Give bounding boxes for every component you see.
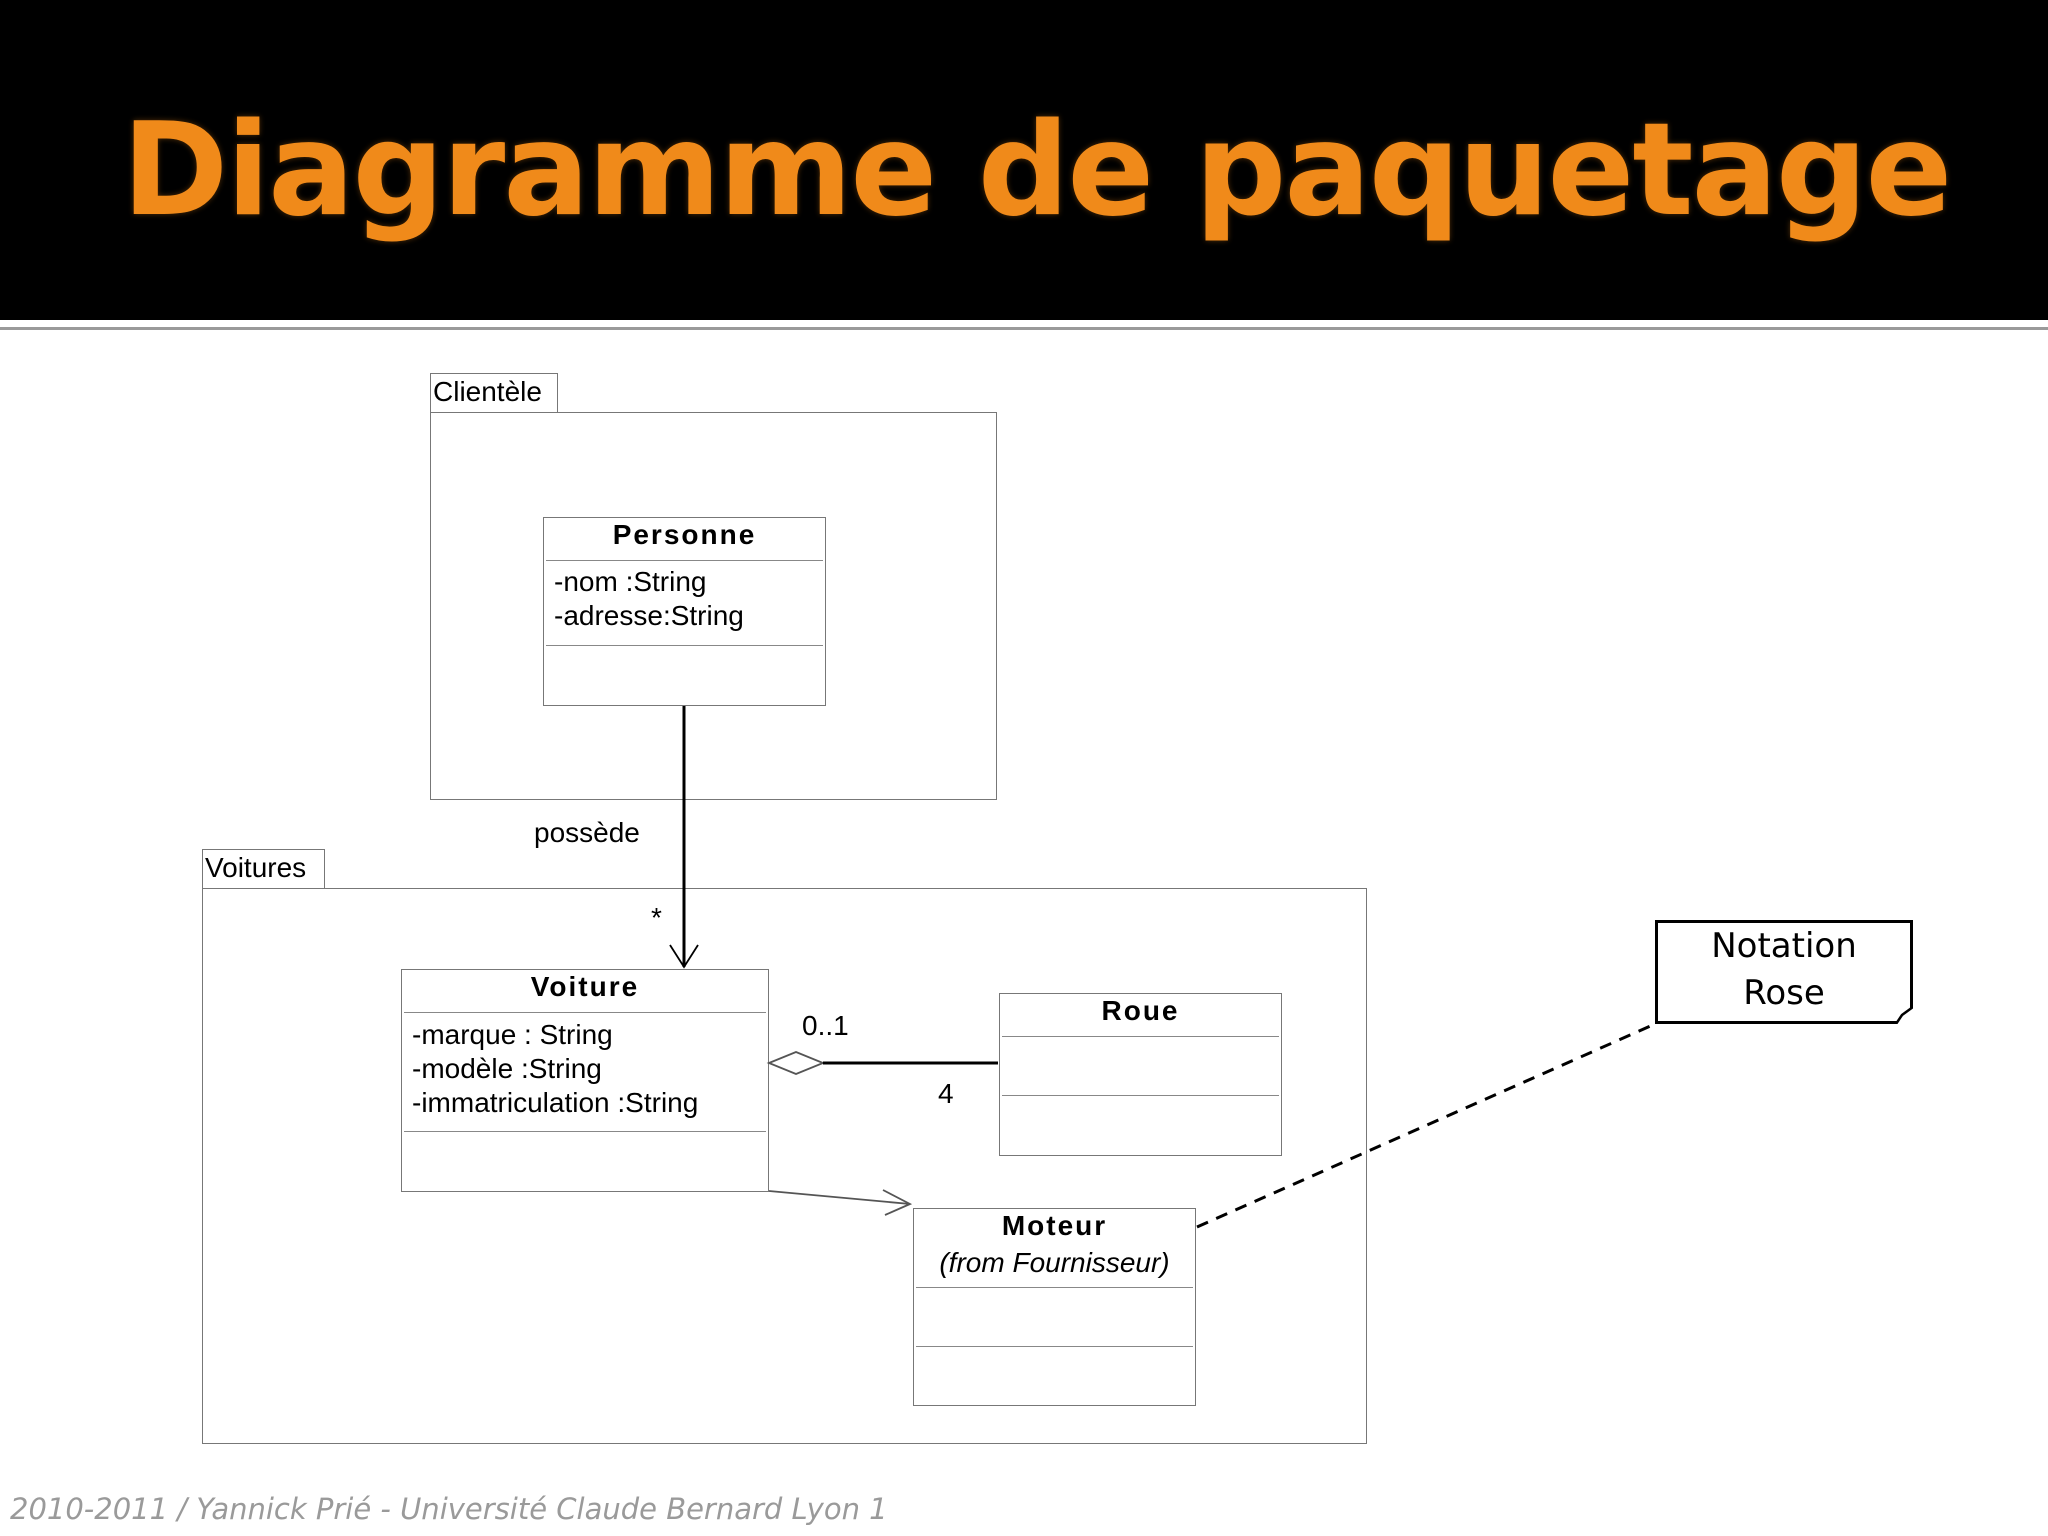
dependency-voiture-moteur-arrowhead	[882, 1189, 913, 1216]
package-clientele	[430, 412, 997, 800]
package-voitures	[202, 888, 1367, 1444]
note-notation-rose: Notation Rose	[1655, 920, 1913, 1024]
class-voiture-separator	[404, 1131, 766, 1132]
note-anchor-line	[1196, 1022, 1656, 1229]
note-line-2: Rose	[1743, 973, 1825, 1013]
aggregation-diamond	[766, 1051, 826, 1075]
package-voitures-label: Voitures	[205, 852, 307, 883]
note-fold-corner	[1896, 1007, 1913, 1024]
class-personne-attribute: -adresse:String	[554, 600, 744, 631]
class-voiture-attribute: -modèle :String	[412, 1053, 602, 1084]
note-line-1: Notation	[1711, 926, 1857, 966]
class-personne-name: Personne	[612, 519, 757, 550]
slide-title: Diagramme de paquetage	[122, 96, 1952, 245]
class-voiture-attribute: -marque : String	[412, 1019, 613, 1050]
package-voitures-tab: Voitures	[202, 849, 325, 889]
class-roue-name: Roue	[1101, 995, 1180, 1026]
association-possede-arrowhead	[669, 944, 699, 969]
slide-footer: 2010-2011 / Yannick Prié - Université Cl…	[10, 1492, 888, 1526]
header-divider	[0, 320, 2048, 330]
class-voiture-name: Voiture	[530, 971, 640, 1002]
class-moteur: Moteur (from Fournisseur)	[913, 1208, 1196, 1406]
class-voiture-separator	[404, 1012, 766, 1013]
class-personne-separator	[546, 560, 823, 561]
class-voiture-attribute: -immatriculation :String	[412, 1087, 699, 1118]
dependency-voiture-moteur-line	[768, 1190, 911, 1205]
package-clientele-label: Clientèle	[433, 376, 542, 407]
class-roue: Roue	[999, 993, 1282, 1156]
class-personne: Personne -nom :String -adresse:String	[543, 517, 826, 706]
package-clientele-tab: Clientèle	[430, 373, 558, 413]
class-moteur-separator	[916, 1287, 1193, 1288]
class-moteur-from: (from Fournisseur)	[939, 1247, 1170, 1278]
class-moteur-name: Moteur	[1001, 1210, 1108, 1241]
class-personne-attribute: -nom :String	[554, 566, 707, 597]
association-possede-label: possède	[534, 817, 640, 848]
association-possede-multiplicity: *	[651, 902, 662, 933]
class-moteur-separator	[916, 1346, 1193, 1347]
class-roue-separator	[1002, 1095, 1279, 1096]
class-roue-separator	[1002, 1036, 1279, 1037]
aggregation-voiture-multiplicity: 0..1	[802, 1010, 849, 1041]
slide-header: Diagramme de paquetage	[0, 0, 2048, 320]
class-personne-separator	[546, 645, 823, 646]
class-voiture: Voiture -marque : String -modèle :String…	[401, 969, 769, 1192]
aggregation-roue-multiplicity: 4	[938, 1078, 954, 1109]
